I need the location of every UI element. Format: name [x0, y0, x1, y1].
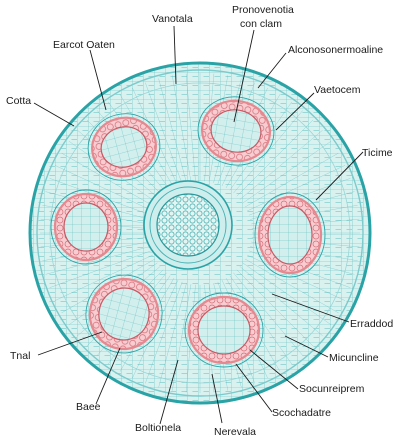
label-right-lower: Erraddod: [350, 318, 393, 330]
bundle-outline: [254, 192, 326, 278]
cortex-ray: [236, 269, 314, 347]
cortex-ray: [242, 262, 332, 326]
vascular-bundle: [87, 113, 161, 181]
leader-upper-right: [257, 52, 287, 89]
stele-ring: [149, 186, 227, 264]
labels: Vanotala Pronovenotia con clam Earcot Oa…: [6, 4, 393, 438]
leader-bottom-left: [95, 347, 121, 405]
cortex-ray: [233, 272, 303, 356]
label-upper-left: Earcot Oaten: [53, 39, 115, 51]
cortex-ray: [45, 246, 150, 275]
leader-upper-left: [89, 49, 107, 111]
bundle-core: [63, 202, 109, 252]
vascular-bundle: [50, 189, 122, 265]
leader-top-center: [173, 25, 177, 85]
cortex-ring: [36, 69, 364, 397]
label-bottom-left: Baee: [76, 401, 101, 413]
cortex-ray: [244, 152, 339, 208]
leader-bottom-center-left: [159, 359, 179, 425]
cortex-ray: [54, 165, 154, 212]
cortex-ray: [229, 275, 293, 365]
label-right-bottom2: Scochadatre: [272, 407, 331, 419]
label-right-bottom: Socunreiprem: [299, 383, 365, 395]
cortex-ray: [158, 283, 187, 388]
cortex-ray: [171, 75, 192, 182]
label-bottom-center-right: Nerevala: [214, 426, 256, 438]
cortex-ray: [242, 140, 332, 204]
cortex-ray: [54, 254, 154, 301]
vascular-bundle: [254, 192, 326, 278]
leader-right-bottom: [249, 349, 299, 390]
leader-right-bottom2: [235, 363, 273, 413]
cortex-ray: [61, 152, 156, 208]
label-right-upper: Vaetocem: [314, 84, 361, 96]
label-left-bottom: Tnal: [10, 350, 30, 362]
cortex-ray: [158, 78, 187, 183]
leader-left-bottom: [37, 331, 103, 356]
label-right-lower2: Micuncline: [329, 352, 379, 364]
leader-right-upper: [275, 92, 315, 131]
bundle-core: [100, 126, 148, 168]
leader-bottom-center-right: [211, 373, 223, 424]
pith: [156, 193, 220, 257]
cortex-ray: [145, 82, 183, 185]
leader-right-lower: [271, 293, 350, 323]
bundle-outline: [184, 292, 264, 368]
cortex-ray: [236, 119, 314, 197]
bundle-core: [98, 287, 150, 341]
bundle-outline: [85, 274, 163, 354]
leader-left-cortex: [33, 102, 75, 127]
leader-right-lower2: [284, 335, 329, 358]
cortex-ray: [233, 110, 303, 194]
bundle-core: [210, 109, 262, 153]
leader-lines: [33, 25, 364, 425]
bundle-outline: [87, 113, 161, 181]
label-top-center: Vanotala: [152, 13, 193, 25]
central-stele: [143, 180, 233, 270]
cortex-ray: [246, 165, 346, 212]
label-right-mid: Ticime: [362, 147, 393, 159]
leader-top-right: [233, 29, 255, 123]
label-left-cortex: Cotta: [6, 95, 31, 107]
bundle-outline: [197, 96, 275, 166]
label-upper-right: Alconosonermoaline: [288, 44, 383, 56]
bundle-core: [197, 305, 251, 355]
bundle-core: [267, 205, 313, 265]
label-bottom-center-left: Boltionela: [135, 422, 181, 434]
vascular-bundle: [197, 96, 275, 166]
leader-right-mid: [315, 151, 364, 201]
cortex-ray: [244, 258, 339, 314]
cortex-ray: [239, 266, 323, 336]
label-top-right-2: con clam: [240, 18, 282, 30]
bundle-outline: [50, 189, 122, 265]
vascular-bundle: [184, 292, 264, 368]
vascular-bundle: [85, 274, 163, 354]
cortex-ray: [239, 130, 323, 200]
label-top-right-1: Pronovenotia: [232, 4, 294, 16]
cortex-ray: [171, 284, 192, 391]
cortex-ray: [248, 178, 351, 216]
cortex-ray: [49, 250, 152, 288]
vascular-bundles: [50, 96, 326, 368]
cortex-ray: [145, 281, 183, 384]
cortex-ray: [185, 73, 196, 182]
